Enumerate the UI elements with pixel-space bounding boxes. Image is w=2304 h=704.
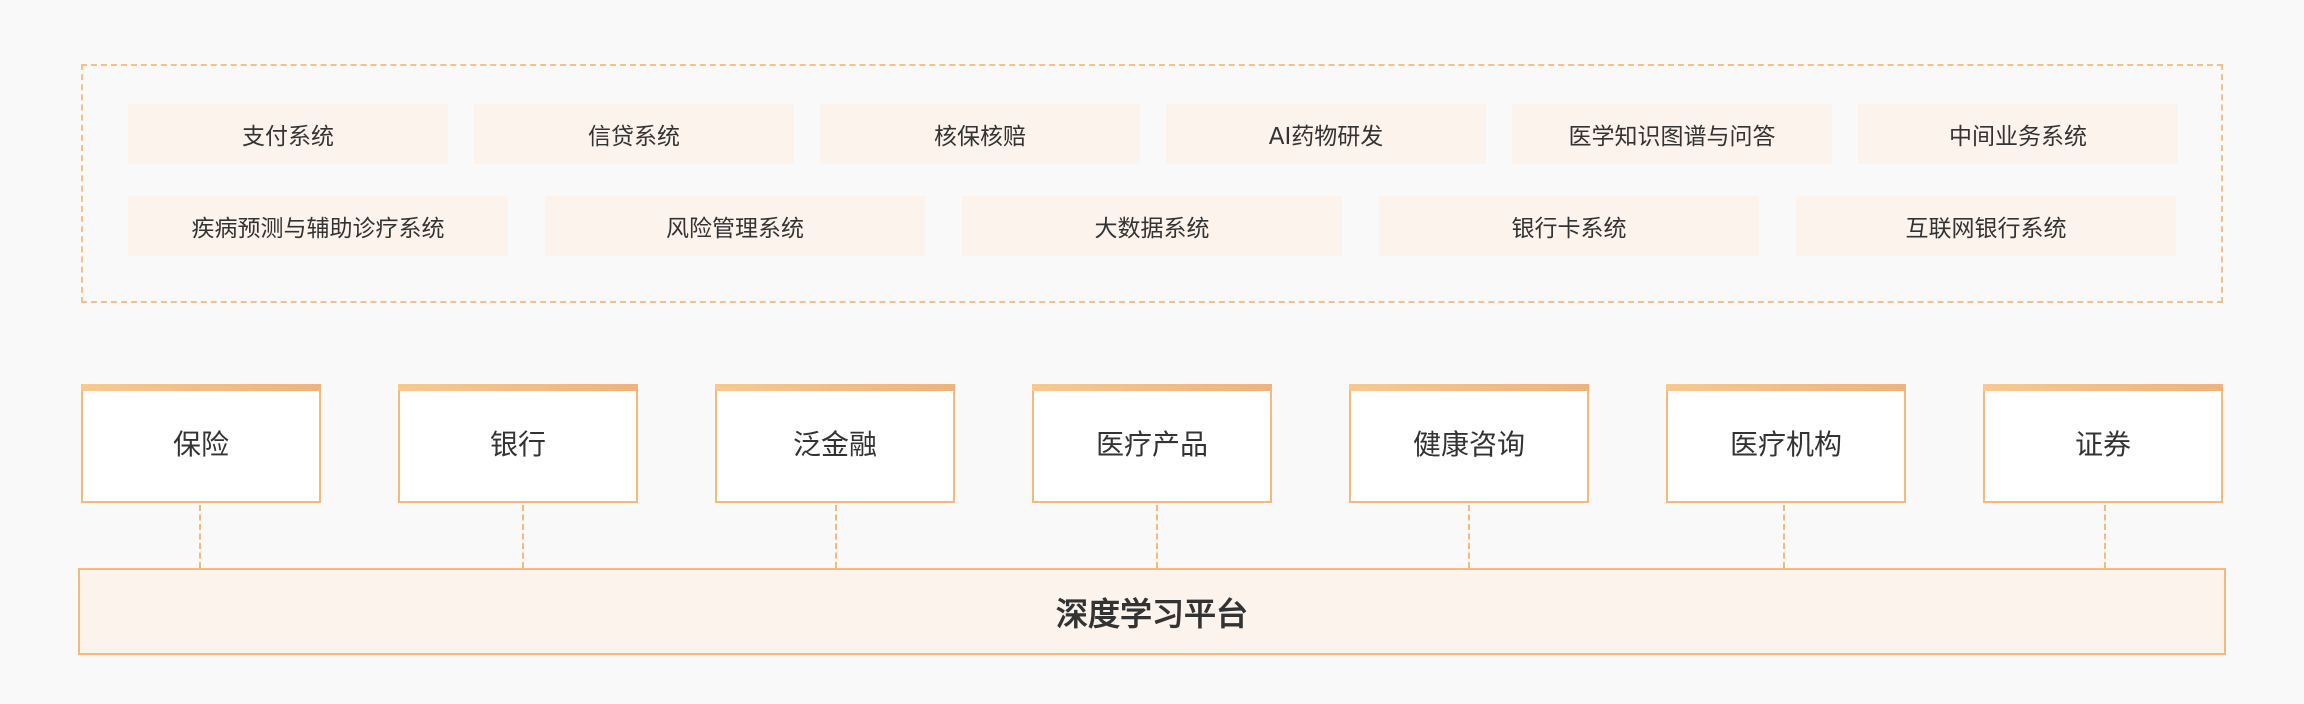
- system-chip-risk-management: 风险管理系统: [545, 196, 925, 256]
- sector-box-medical-institutions: 医疗机构: [1666, 384, 1906, 503]
- system-chip-credit: 信贷系统: [474, 104, 794, 164]
- systems-row-1: 支付系统 信贷系统 核保核赔 AI药物研发 医学知识图谱与问答 中间业务系统: [128, 104, 2178, 164]
- connector-line: [1468, 505, 1470, 568]
- connector-line: [835, 505, 837, 568]
- system-chip-intermediary-business: 中间业务系统: [1858, 104, 2178, 164]
- system-chip-underwriting-claims: 核保核赔: [820, 104, 1140, 164]
- connector-line: [2104, 505, 2106, 568]
- sector-box-health-consulting: 健康咨询: [1349, 384, 1589, 503]
- connector-line: [1783, 505, 1785, 568]
- sector-box-general-finance: 泛金融: [715, 384, 955, 503]
- sector-box-securities: 证券: [1983, 384, 2223, 503]
- sector-box-insurance: 保险: [81, 384, 321, 503]
- system-chip-big-data: 大数据系统: [962, 196, 1342, 256]
- systems-row-2: 疾病预测与辅助诊疗系统 风险管理系统 大数据系统 银行卡系统 互联网银行系统: [128, 196, 2176, 256]
- systems-panel: 支付系统 信贷系统 核保核赔 AI药物研发 医学知识图谱与问答 中间业务系统 疾…: [81, 64, 2223, 303]
- connector-line: [1156, 505, 1158, 568]
- system-chip-medical-knowledge-graph: 医学知识图谱与问答: [1512, 104, 1832, 164]
- system-chip-payment: 支付系统: [128, 104, 448, 164]
- sector-box-bank: 银行: [398, 384, 638, 503]
- connector-line: [522, 505, 524, 568]
- sector-box-medical-products: 医疗产品: [1032, 384, 1272, 503]
- system-chip-bank-card: 银行卡系统: [1379, 196, 1759, 256]
- connector-line: [199, 505, 201, 568]
- deep-learning-platform: 深度学习平台: [78, 568, 2226, 655]
- system-chip-disease-prediction: 疾病预测与辅助诊疗系统: [128, 196, 508, 256]
- system-chip-internet-bank: 互联网银行系统: [1796, 196, 2176, 256]
- system-chip-ai-drug-research: AI药物研发: [1166, 104, 1486, 164]
